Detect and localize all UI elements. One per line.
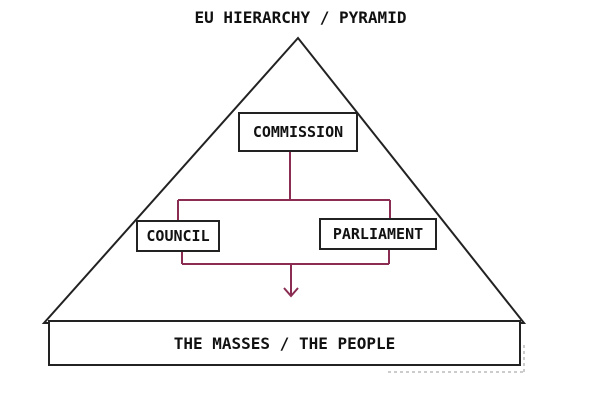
commission-node: COMMISSION: [238, 112, 358, 152]
parliament-node: PARLIAMENT: [319, 218, 437, 250]
council-label: COUNCIL: [146, 227, 210, 245]
arrow-head-icon: [283, 287, 299, 298]
commission-label: COMMISSION: [252, 123, 344, 141]
masses-node: THE MASSES / THE PEOPLE: [48, 320, 521, 366]
parliament-label: PARLIAMENT: [332, 225, 424, 243]
council-node: COUNCIL: [136, 220, 220, 252]
diagram-title: EU HIERARCHY / PYRAMID: [194, 8, 407, 27]
pyramid-outline: [41, 36, 527, 324]
masses-label: THE MASSES / THE PEOPLE: [173, 333, 396, 353]
